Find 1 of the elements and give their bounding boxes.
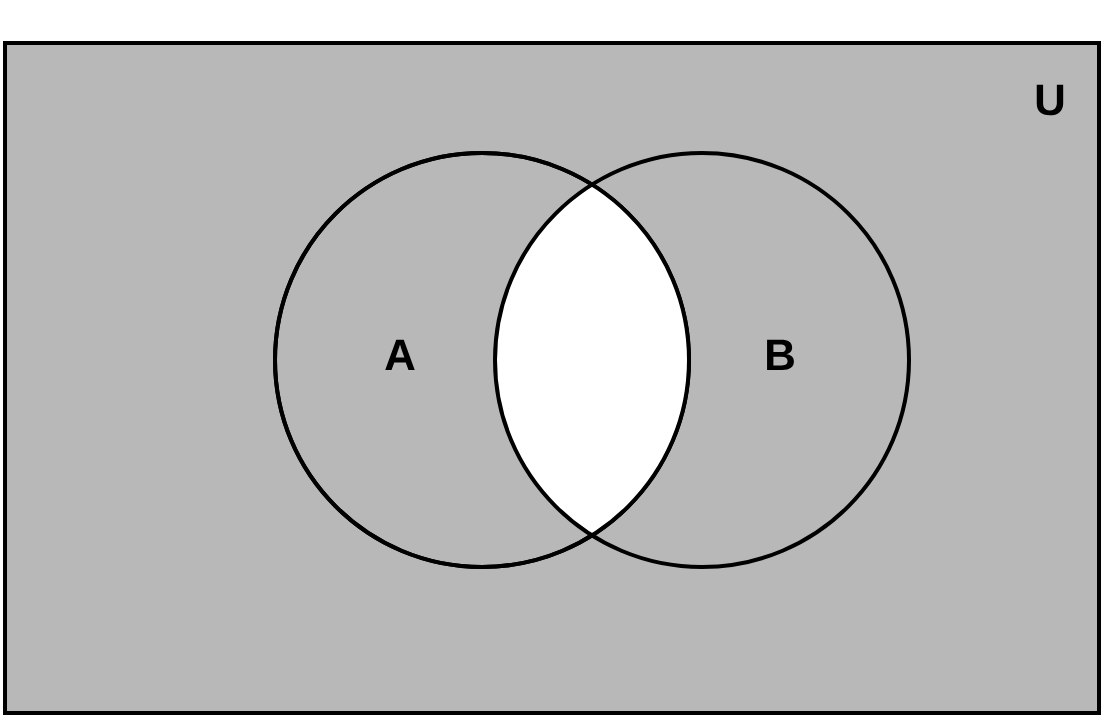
node-label: A bbox=[385, 339, 415, 371]
